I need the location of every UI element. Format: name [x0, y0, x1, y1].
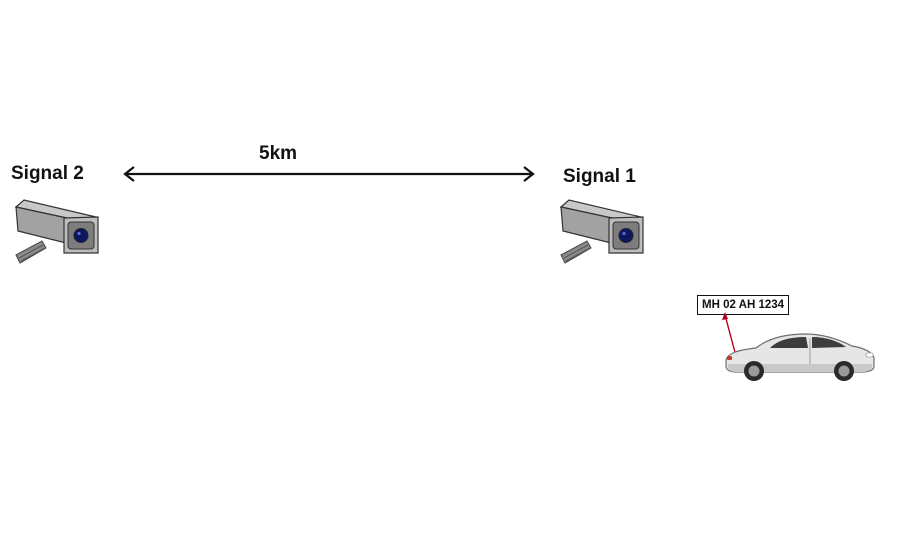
surveillance-camera-icon — [14, 199, 99, 264]
signal-1-label: Signal 1 — [563, 166, 636, 187]
camera-lens — [618, 228, 634, 243]
car-wheel — [834, 361, 854, 381]
car-icon — [725, 333, 875, 381]
camera-lens — [73, 228, 89, 243]
car-wheel — [744, 361, 764, 381]
plate-pointer-arrow — [722, 312, 737, 357]
surveillance-camera-icon — [559, 199, 644, 264]
distance-label: 5km — [259, 143, 298, 164]
number-plate-callout: MH 02 AH 1234 — [697, 295, 790, 315]
camera-mount — [560, 240, 592, 264]
distance-arrow — [123, 166, 535, 182]
signal-2-label: Signal 2 — [11, 163, 84, 184]
camera-mount — [15, 240, 47, 264]
